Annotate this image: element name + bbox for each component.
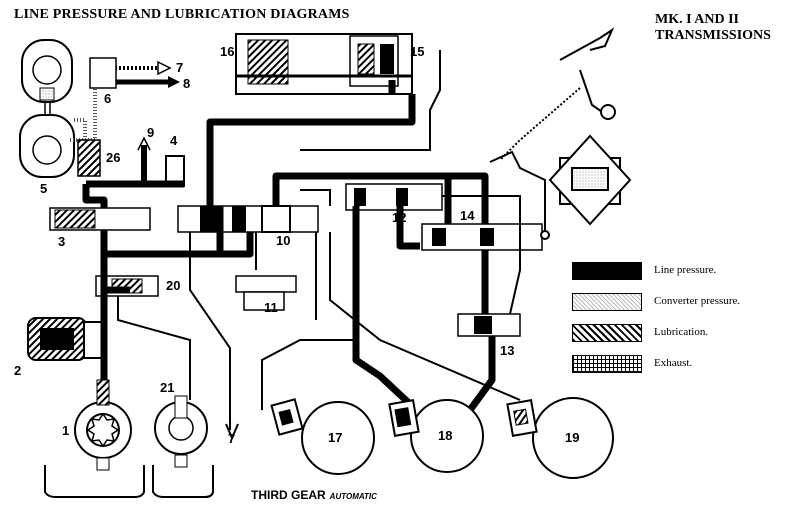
callout-11: 11 — [264, 300, 278, 315]
cooler-valve — [77, 139, 101, 177]
valve-body — [49, 183, 543, 337]
callout-13: 13 — [500, 343, 514, 358]
legend-lubrication: Lubrication. — [572, 324, 792, 344]
diagram-title: LINE PRESSURE AND LUBRICATION DIAGRAMS — [14, 7, 350, 22]
callout-26: 26 — [106, 150, 120, 165]
rear-pump — [154, 395, 208, 468]
subtitle-line-2: TRANSMISSIONS — [655, 28, 771, 43]
callout-8: 8 — [183, 76, 190, 91]
outlet-arrows — [89, 57, 180, 89]
clutch-17 — [270, 398, 375, 475]
clutch-19 — [506, 397, 614, 479]
front-servo — [235, 33, 413, 95]
callout-15: 15 — [410, 44, 424, 59]
callout-labels: 1 2 3 4 5 6 7 8 9 10 11 12 13 14 15 16 1… — [14, 44, 579, 446]
legend-line-pressure: Line pressure. — [572, 262, 792, 282]
callout-7-top: 7 — [176, 60, 183, 75]
legend-swatch-exhaust — [572, 355, 642, 373]
legend-swatch-converter — [572, 293, 642, 311]
legend-label: Converter pressure. — [654, 295, 741, 307]
callout-21: 21 — [160, 380, 174, 395]
callout-10: 10 — [276, 233, 290, 248]
callout-14: 14 — [460, 208, 475, 223]
selector-linkage — [489, 27, 632, 240]
sump-left — [44, 465, 145, 498]
callout-16: 16 — [220, 44, 234, 59]
legend-swatch-line — [572, 262, 642, 280]
exhaust-lines — [117, 50, 521, 441]
callout-3: 3 — [58, 234, 65, 249]
callout-18: 18 — [438, 428, 452, 443]
clutch-18 — [388, 399, 484, 473]
sump-right — [152, 465, 214, 498]
torque-converter — [19, 39, 75, 178]
legend-converter-pressure: Converter pressure. — [572, 293, 792, 313]
callout-9: 9 — [147, 125, 154, 140]
callout-17: 17 — [328, 430, 342, 445]
callout-2: 2 — [14, 363, 21, 378]
callout-6: 6 — [104, 91, 111, 106]
callout-20: 20 — [166, 278, 180, 293]
legend-label: Lubrication. — [654, 326, 709, 338]
front-pump — [74, 379, 132, 471]
callout-5: 5 — [40, 181, 47, 196]
caption-main: THIRD GEAR — [251, 488, 326, 502]
legend-exhaust: Exhaust. — [572, 355, 792, 375]
callout-7-bottom: 7 — [228, 431, 235, 446]
pressure-regulator — [27, 317, 103, 361]
subtitle-line-1: MK. I AND II — [655, 12, 740, 27]
callout-4: 4 — [170, 133, 178, 148]
callout-1: 1 — [62, 423, 69, 438]
legend-swatch-lubrication — [572, 324, 642, 342]
line-pressure-lines — [82, 80, 496, 424]
callout-19: 19 — [565, 430, 579, 445]
legend-label: Exhaust. — [654, 357, 693, 369]
caption-sub: AUTOMATIC — [329, 492, 377, 501]
callout-12: 12 — [392, 210, 406, 225]
diagram-subtitle: MK. I AND II TRANSMISSIONS — [655, 12, 771, 44]
legend-label: Line pressure. — [654, 264, 717, 276]
